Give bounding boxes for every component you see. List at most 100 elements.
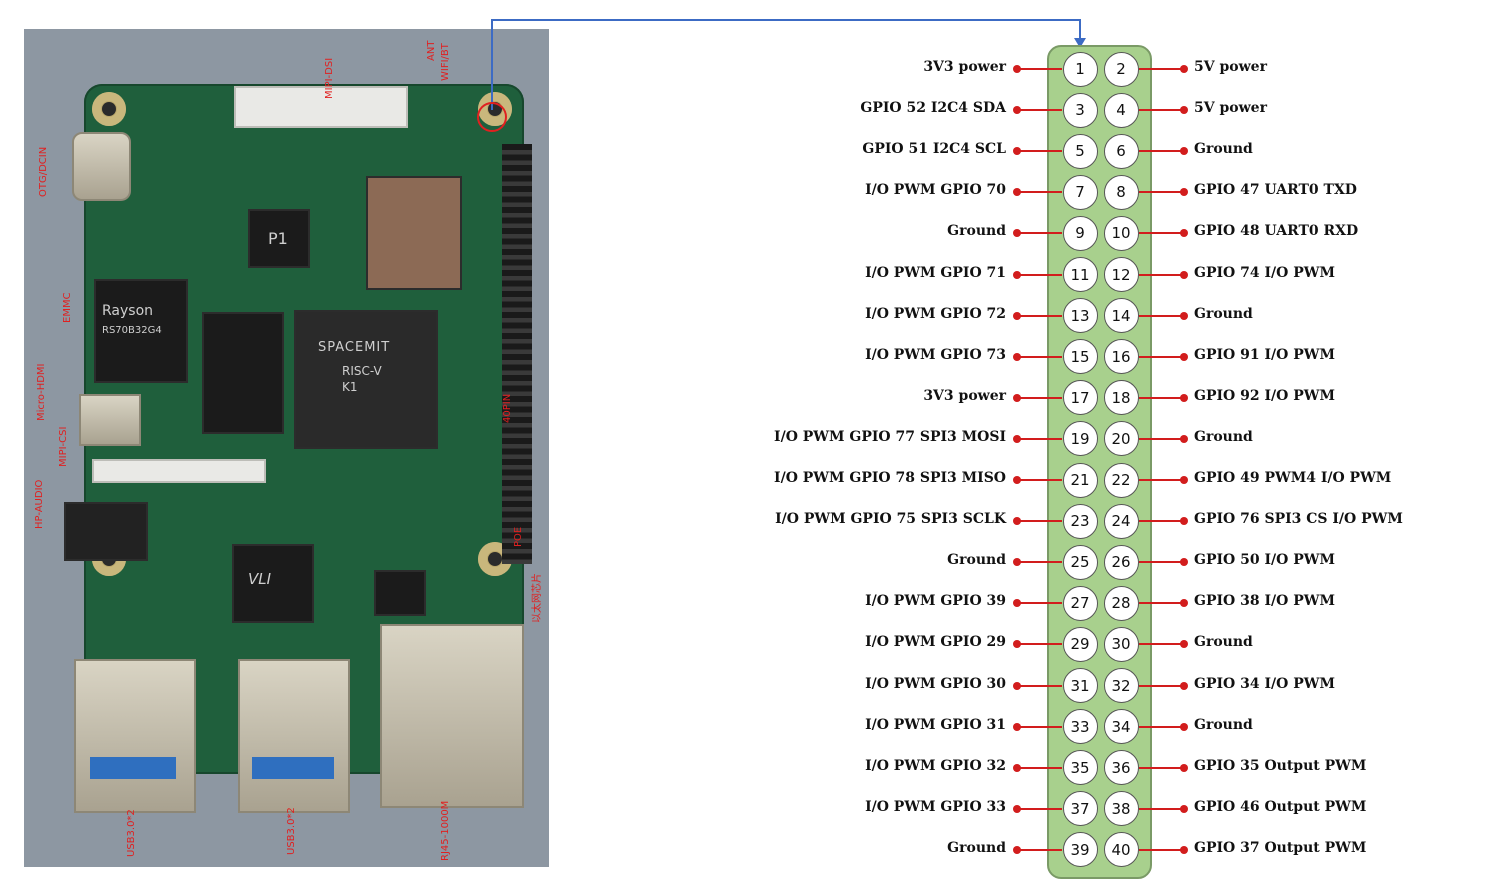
micro-hdmi-port bbox=[79, 394, 141, 446]
callout-dot bbox=[1013, 845, 1021, 854]
pin-20: 20 bbox=[1103, 421, 1139, 457]
callout-dot bbox=[1013, 434, 1021, 443]
pin-label-1: 3V3 power bbox=[923, 59, 1006, 75]
callout-dot bbox=[1013, 640, 1021, 649]
callout-line bbox=[1017, 68, 1062, 70]
callout-dot bbox=[1013, 722, 1021, 731]
pin-12: 12 bbox=[1103, 257, 1139, 292]
usb3-port-left bbox=[74, 659, 196, 813]
callout-dot bbox=[1180, 845, 1188, 854]
pin-label-15: I/O PWM GPIO 73 bbox=[865, 346, 1006, 363]
callout-dot bbox=[1180, 229, 1188, 238]
pin-label-19: I/O PWM GPIO 77 SPI3 MOSI bbox=[774, 428, 1006, 445]
callout-line bbox=[1139, 437, 1184, 440]
callout-line bbox=[1017, 150, 1062, 153]
pin-label-7: I/O PWM GPIO 70 bbox=[865, 182, 1006, 199]
callout-line bbox=[1139, 643, 1184, 646]
pin-14: 14 bbox=[1103, 298, 1139, 334]
usb-hub-label: VLI bbox=[248, 570, 272, 588]
pin-37: 37 bbox=[1062, 791, 1098, 827]
callout-line bbox=[1139, 355, 1184, 358]
callout-dot bbox=[1013, 147, 1021, 156]
callout-dot bbox=[1013, 763, 1021, 772]
callout-line bbox=[1139, 766, 1184, 769]
pin-6: 6 bbox=[1103, 133, 1139, 169]
pin-40: 40 bbox=[1103, 832, 1139, 868]
link-line bbox=[491, 19, 1081, 110]
callout-dot bbox=[1180, 476, 1188, 484]
pin-26: 26 bbox=[1103, 544, 1139, 580]
pin-label-3: GPIO 52 I2C4 SDA bbox=[860, 100, 1006, 117]
callout-line bbox=[1139, 848, 1184, 851]
mipi-dsi-connector bbox=[234, 86, 408, 128]
soc-line1: RISC-V bbox=[342, 364, 382, 378]
pin-label-11: I/O PWM GPIO 71 bbox=[865, 264, 1006, 281]
callout-dot bbox=[1013, 65, 1021, 73]
soc-brand: SPACEMIT bbox=[318, 340, 391, 355]
pmic-chip: P1 bbox=[248, 209, 310, 268]
usb3-tongue-right bbox=[252, 757, 334, 779]
pin-36: 36 bbox=[1103, 750, 1139, 786]
callout-dot bbox=[1180, 65, 1188, 73]
pin-label-17: 3V3 power bbox=[923, 387, 1006, 404]
pin-label-6: Ground bbox=[1194, 141, 1253, 158]
callout-dot bbox=[1013, 352, 1021, 361]
callout-dot bbox=[1180, 722, 1188, 731]
pin-8: 8 bbox=[1103, 174, 1139, 210]
pin-35: 35 bbox=[1062, 750, 1098, 786]
callout-line bbox=[1139, 684, 1184, 687]
callout-dot bbox=[1180, 434, 1188, 443]
pin-27: 27 bbox=[1062, 585, 1098, 621]
callout-dot bbox=[1180, 352, 1188, 361]
pin-label-10: GPIO 48 UART0 RXD bbox=[1194, 223, 1359, 240]
pin-31: 31 bbox=[1062, 668, 1098, 703]
callout-dot bbox=[1013, 476, 1021, 484]
pin-label-18: GPIO 92 I/O PWM bbox=[1194, 387, 1335, 404]
pin-7: 7 bbox=[1062, 174, 1098, 210]
callout-line bbox=[1139, 561, 1184, 564]
callout-dot bbox=[1180, 106, 1188, 115]
pin-label-40: GPIO 37 Output PWM bbox=[1194, 839, 1367, 856]
pin-label-21: I/O PWM GPIO 78 SPI3 MISO bbox=[774, 470, 1006, 486]
gpio-header-40pin bbox=[502, 144, 532, 564]
pin-30: 30 bbox=[1103, 626, 1139, 662]
callout-line bbox=[1139, 314, 1184, 317]
pin-19: 19 bbox=[1062, 421, 1098, 457]
link-arrowhead bbox=[1074, 38, 1086, 48]
emmc-model: RS70B32G4 bbox=[102, 325, 162, 336]
callout-line bbox=[1139, 520, 1184, 523]
pin-label-4: 5V power bbox=[1194, 100, 1267, 117]
callout-line bbox=[1017, 191, 1062, 194]
callout-dot bbox=[1013, 517, 1021, 526]
callout-dot bbox=[1013, 229, 1021, 238]
audio-jack bbox=[64, 502, 148, 561]
callout-line bbox=[1139, 396, 1184, 399]
pin-10: 10 bbox=[1103, 215, 1139, 251]
pin-label-34: Ground bbox=[1194, 716, 1253, 733]
callout-dot bbox=[1180, 270, 1188, 279]
callout-dot bbox=[1013, 270, 1021, 279]
pin-label-13: I/O PWM GPIO 72 bbox=[865, 305, 1006, 322]
callout-dot bbox=[1180, 640, 1188, 649]
callout-line bbox=[1017, 314, 1062, 317]
pin-label-39: Ground bbox=[947, 839, 1006, 856]
callout-line bbox=[1017, 109, 1062, 112]
pin-34: 34 bbox=[1103, 709, 1139, 745]
pin-33: 33 bbox=[1062, 709, 1098, 745]
callout-line bbox=[1139, 273, 1184, 276]
pin-label-32: GPIO 34 I/O PWM bbox=[1194, 675, 1335, 692]
callout-dot bbox=[1180, 558, 1188, 567]
pin-label-31: I/O PWM GPIO 30 bbox=[865, 675, 1006, 692]
pin-16: 16 bbox=[1103, 339, 1139, 375]
board-photo: P1 Rayson RS70B32G4 SPACEMIT RISC-V K1 V… bbox=[24, 29, 549, 867]
pin-label-16: GPIO 91 I/O PWM bbox=[1194, 346, 1335, 363]
callout-line bbox=[1017, 355, 1062, 358]
pin-25: 25 bbox=[1062, 544, 1098, 580]
ethernet-chip bbox=[374, 570, 426, 616]
callout-dot bbox=[1180, 311, 1188, 320]
pin-label-2: 5V power bbox=[1194, 59, 1267, 75]
pin-label-37: I/O PWM GPIO 33 bbox=[865, 798, 1006, 815]
callout-line bbox=[1017, 273, 1062, 276]
